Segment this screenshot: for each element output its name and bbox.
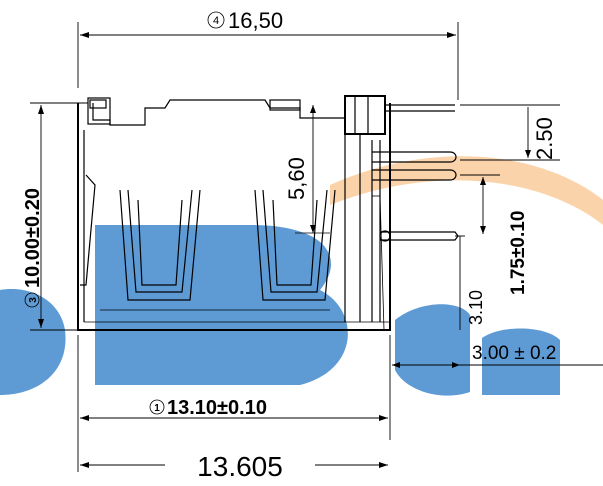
dim-top-marker-circle bbox=[207, 11, 225, 29]
dim-1310: 1 13.10±0.10 bbox=[149, 397, 267, 419]
dim-top: 4 16,50 bbox=[207, 8, 283, 33]
dim-310-label: 3.10 bbox=[466, 290, 486, 325]
watermark-blue-letter-3 bbox=[395, 304, 470, 396]
dimension-lines bbox=[30, 22, 603, 472]
watermark-blue-letter-4 bbox=[482, 328, 560, 395]
watermark bbox=[0, 156, 603, 396]
dim-left-marker-circle bbox=[24, 292, 40, 308]
watermark-blue-letter-1 bbox=[0, 289, 66, 395]
connector-outline bbox=[77, 95, 459, 331]
dim-left: 3 10.00±0.20 bbox=[22, 188, 44, 308]
dim-top-marker: 4 bbox=[213, 15, 219, 27]
dim-250-label: 2.50 bbox=[532, 117, 557, 160]
dim-top-label: 16,50 bbox=[228, 8, 283, 33]
dim-bottom-label: 13.605 bbox=[197, 451, 283, 482]
watermark-orange-arc bbox=[330, 156, 603, 225]
dim-175-label: 1.75±0.10 bbox=[508, 211, 529, 295]
dim-left-label: 10.00±0.20 bbox=[22, 188, 44, 288]
dim-560-label: 5,60 bbox=[284, 157, 309, 200]
dim-1310-label: 13.10±0.10 bbox=[167, 397, 267, 419]
watermark-blue-letter-2 bbox=[95, 225, 348, 385]
dim-1310-marker-circle bbox=[149, 399, 165, 415]
dim-300-label: 3.00 ± 0.2 bbox=[472, 343, 556, 364]
dim-1310-marker: 1 bbox=[154, 403, 160, 414]
dim-left-marker: 3 bbox=[28, 297, 39, 303]
